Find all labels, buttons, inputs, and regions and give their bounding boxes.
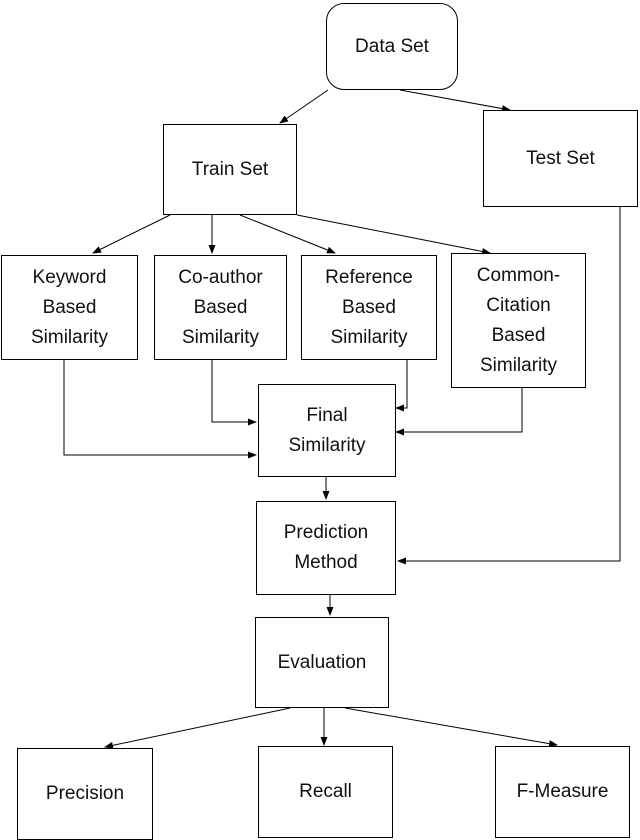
node-prediction-method: Prediction Method [256,501,396,595]
node-data-set: Data Set [326,3,458,90]
node-train-set: Train Set [163,124,297,215]
edge-test-set-to-prediction-method [397,207,621,565]
node-final-similarity: Final Similarity [258,384,396,477]
node-evaluation: Evaluation [255,617,389,708]
edge-reference-to-final-similarity [395,360,408,412]
edge-keyword-to-final-similarity [63,360,257,459]
node-recall: Recall [258,746,393,838]
edge-train-set-to-reference [239,214,336,254]
node-test-set: Test Set [483,110,638,207]
edge-evaluation-to-f-measure [344,707,558,748]
node-precision: Precision [17,748,153,840]
edge-evaluation-to-precision [104,707,291,749]
node-keyword-based-similarity: Keyword Based Similarity [1,255,138,360]
edge-train-set-to-common-citation [296,214,491,255]
edge-data-set-to-train-set [279,89,329,124]
node-coauthor-based-similarity: Co-author Based Similarity [154,255,287,360]
edge-common-citation-to-final-similarity [395,388,523,436]
node-reference-based-similarity: Reference Based Similarity [301,255,437,360]
edge-train-set-to-keyword [92,214,171,254]
edge-data-set-to-test-set [399,89,511,113]
node-common-citation-based-similarity: Common- Citation Based Similarity [451,253,586,388]
node-f-measure: F-Measure [495,746,630,838]
edge-coauthor-to-final-similarity [211,360,257,426]
